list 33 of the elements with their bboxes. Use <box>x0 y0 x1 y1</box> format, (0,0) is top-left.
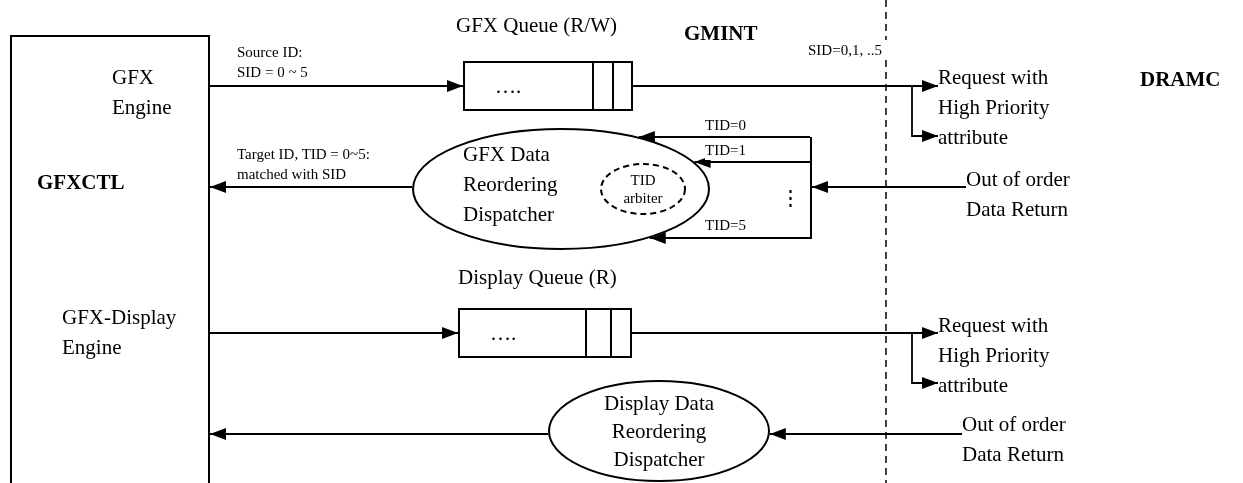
queue-box <box>463 61 633 111</box>
arrow <box>693 156 811 168</box>
queue-title: Display Queue (R) <box>458 264 617 291</box>
section-title: DRAMC <box>1140 66 1221 93</box>
request-text: Request with High Priority attribute <box>938 62 1068 154</box>
arrow <box>209 327 459 339</box>
arrow <box>811 181 967 193</box>
arrow <box>209 80 464 92</box>
arrow <box>648 232 811 244</box>
controller-label: GFXCTL <box>37 169 126 196</box>
data-return-text: Out of order Data Return <box>966 164 1088 226</box>
queue-title: GFX Queue (R/W) <box>456 12 617 39</box>
arrow <box>632 85 939 142</box>
queue-dots: …. <box>495 73 523 100</box>
controller-block <box>10 35 210 483</box>
arrow <box>768 428 963 440</box>
dispatcher-label: Display Data Reordering Dispatcher <box>602 390 716 473</box>
queue-dots: …. <box>490 320 518 347</box>
request-text: Request with High Priority attribute <box>938 310 1068 402</box>
engine-label: GFX-Display Engine <box>62 304 178 361</box>
data-return-text: Out of order Data Return <box>962 409 1084 471</box>
engine-label: GFX Engine <box>112 64 173 121</box>
dispatcher-ellipse <box>548 380 770 482</box>
queue-box <box>458 308 632 358</box>
ellipsis-mark: ⋮ <box>780 185 801 212</box>
dispatcher-label: GFX Data Reordering Dispatcher <box>463 141 559 228</box>
section-title: GMINT <box>684 20 758 47</box>
arbiter-ellipse <box>600 163 686 215</box>
arbiter-label: TID arbiter <box>622 171 664 207</box>
arrow <box>209 428 550 440</box>
arrow <box>209 181 413 193</box>
arrow <box>638 131 811 143</box>
arrow <box>631 332 939 389</box>
